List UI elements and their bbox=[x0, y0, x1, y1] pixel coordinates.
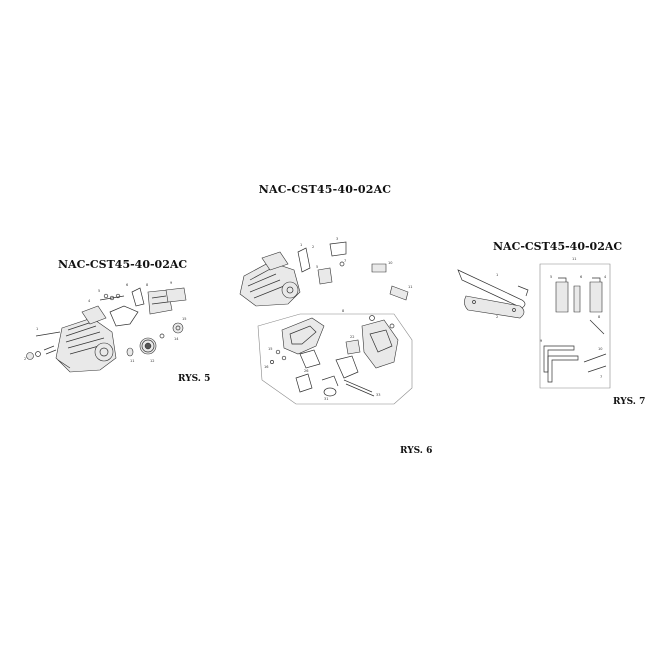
svg-text:12: 12 bbox=[150, 359, 154, 363]
svg-text:2: 2 bbox=[312, 245, 314, 249]
figure-5-title: NAC-CST45-40-02AC bbox=[58, 258, 188, 271]
svg-text:11: 11 bbox=[408, 285, 412, 289]
guide-bar-fig7 bbox=[457, 269, 529, 319]
svg-text:8: 8 bbox=[146, 283, 148, 287]
handguard-assembly-fig6 bbox=[281, 315, 399, 369]
svg-text:11: 11 bbox=[572, 257, 576, 261]
svg-text:5: 5 bbox=[550, 275, 552, 279]
engine-block-fig6 bbox=[239, 251, 301, 307]
svg-text:10: 10 bbox=[388, 261, 392, 265]
svg-text:9: 9 bbox=[170, 281, 172, 285]
figure-5-label: RYS. 5 bbox=[178, 374, 211, 384]
svg-text:15: 15 bbox=[182, 317, 186, 321]
figure-7-label: RYS. 7 bbox=[613, 397, 646, 407]
svg-text:1: 1 bbox=[300, 243, 302, 247]
accessories-fig7 bbox=[543, 277, 607, 383]
small-parts-fig5-left bbox=[26, 331, 71, 369]
svg-text:3: 3 bbox=[336, 237, 338, 241]
accessories-frame-fig7 bbox=[539, 263, 611, 389]
figure-6-drawing: 1 2 3 7 5 10 11 8 15 16 22 26 31 33 bbox=[239, 237, 413, 405]
svg-text:6: 6 bbox=[126, 283, 128, 287]
svg-text:4: 4 bbox=[88, 299, 91, 303]
part-numbers-fig5: 1 2 4 5 6 8 9 11 12 14 15 bbox=[24, 281, 186, 363]
svg-text:26: 26 bbox=[304, 369, 308, 373]
svg-text:15: 15 bbox=[268, 347, 272, 351]
part-numbers-fig6: 1 2 3 7 5 10 11 8 15 16 22 26 31 33 bbox=[264, 237, 412, 401]
svg-text:22: 22 bbox=[350, 335, 354, 339]
svg-text:4: 4 bbox=[604, 275, 607, 279]
svg-text:5: 5 bbox=[316, 265, 318, 269]
svg-text:10: 10 bbox=[598, 347, 602, 351]
svg-text:8: 8 bbox=[598, 315, 600, 319]
part-numbers-fig7: 1 2 11 5 4 6 8 9 10 7 bbox=[496, 257, 607, 379]
engine-block-fig5 bbox=[55, 305, 117, 373]
svg-text:7: 7 bbox=[344, 259, 346, 263]
assembly-frame-fig6 bbox=[257, 313, 413, 405]
svg-text:16: 16 bbox=[264, 365, 268, 369]
svg-text:11: 11 bbox=[130, 359, 134, 363]
svg-text:14: 14 bbox=[174, 337, 179, 341]
svg-text:1: 1 bbox=[36, 327, 38, 331]
upper-parts-fig6 bbox=[297, 241, 409, 301]
svg-text:5: 5 bbox=[98, 289, 100, 293]
figure-7-drawing: 1 2 11 5 4 6 8 9 10 7 bbox=[457, 257, 611, 389]
svg-text:2: 2 bbox=[24, 357, 26, 361]
svg-text:9: 9 bbox=[540, 339, 542, 343]
main-title: NAC-CST45-40-02AC bbox=[258, 183, 392, 196]
svg-text:33: 33 bbox=[376, 393, 380, 397]
svg-text:31: 31 bbox=[324, 397, 328, 401]
svg-text:2: 2 bbox=[496, 315, 498, 319]
svg-text:6: 6 bbox=[580, 275, 582, 279]
svg-text:1: 1 bbox=[496, 273, 498, 277]
clutch-parts-fig5 bbox=[126, 322, 184, 357]
svg-text:8: 8 bbox=[342, 309, 344, 313]
svg-text:7: 7 bbox=[600, 375, 602, 379]
figure-7-title: NAC-CST45-40-02AC bbox=[493, 240, 623, 253]
figure-5-drawing: 1 2 4 5 6 8 9 11 12 14 15 bbox=[24, 281, 187, 373]
brake-parts-fig6 bbox=[270, 339, 375, 397]
figure-6-label: RYS. 6 bbox=[400, 446, 433, 456]
cover-parts-fig5 bbox=[99, 287, 187, 327]
